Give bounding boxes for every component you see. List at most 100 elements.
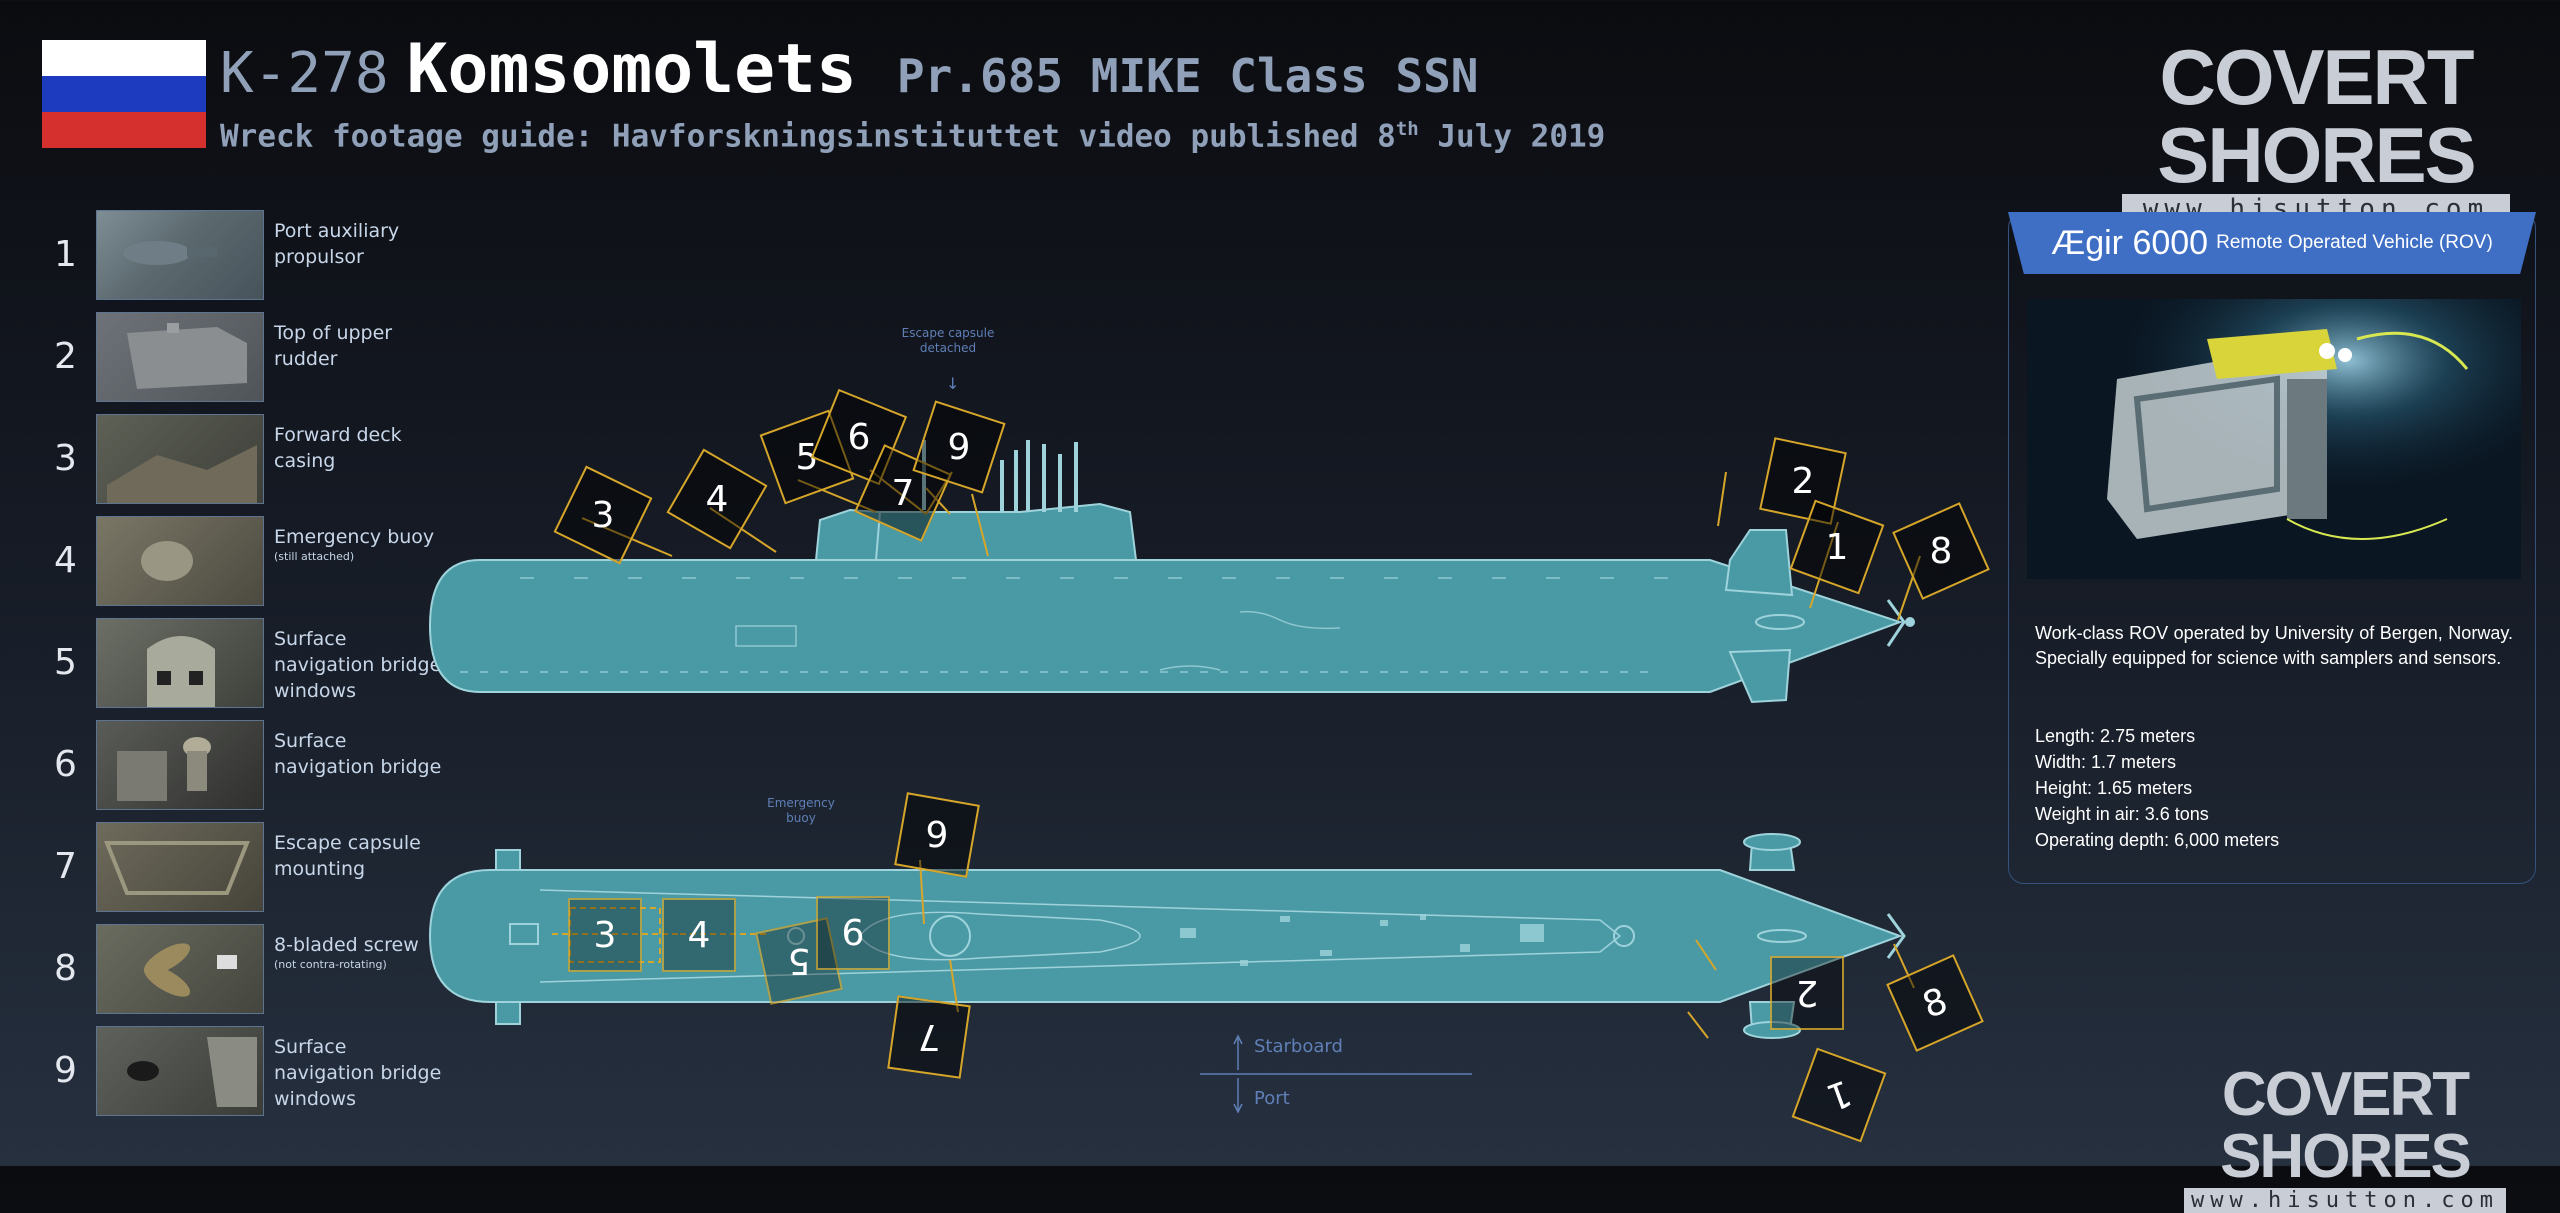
guide-label-text: Surface navigation bridge: [274, 730, 442, 778]
rov-spec-length: Length: 2.75 meters: [2035, 726, 2196, 746]
footage-thumbnail: [96, 1026, 264, 1116]
callout-top-4: 4: [662, 898, 736, 972]
footage-thumbnail: [96, 720, 264, 810]
guide-item-2: 2 Top of upper rudder: [40, 312, 440, 404]
page-subtitle: Wreck footage guide: Havforskningsinstit…: [220, 118, 1605, 154]
guide-number: 2: [54, 336, 77, 377]
callout-number: 8: [1929, 530, 1953, 572]
footage-thumbnail: [96, 414, 264, 504]
guide-label: Top of upper rudder: [274, 320, 444, 372]
guide-label: Escape capsule mounting: [274, 830, 444, 882]
arrow-down-icon: ↓: [946, 374, 960, 393]
callout-number: 5: [795, 436, 819, 478]
guide-label: Surface navigation bridge: [274, 728, 444, 780]
guide-item-3: 3 Forward deck casing: [40, 414, 440, 506]
covert-shores-logo-top: COVERT SHORES www.hisutton.com: [2116, 38, 2516, 226]
guide-number: 9: [54, 1050, 77, 1091]
footage-thumbnail: [96, 924, 264, 1014]
callout-side-8: 8: [1892, 502, 1990, 600]
guide-label-text: Surface navigation bridge windows: [274, 1036, 442, 1110]
callout-side-9: 9: [912, 400, 1006, 494]
callout-top-6: 6: [816, 896, 890, 970]
callout-number: 8: [1917, 979, 1953, 1027]
guide-label-text: Emergency buoy: [274, 526, 435, 548]
footage-thumbnail: [96, 312, 264, 402]
subtitle-ordinal: th: [1395, 118, 1419, 140]
guide-label-text: 8-bladed screw: [274, 934, 419, 956]
callout-number: 9: [947, 426, 971, 468]
guide-item-1: 1 Port auxiliary propulsor: [40, 210, 440, 302]
submarine-top-view: [428, 833, 1915, 1039]
guide-number: 5: [54, 642, 77, 683]
callout-number: 6: [847, 416, 871, 458]
escape-capsule-annotation: Escape capsule detached: [901, 326, 995, 355]
callout-side-1: 1: [1789, 499, 1885, 595]
rov-info-panel: Ægir 6000 Remote Operated Vehicle (ROV): [2008, 212, 2536, 884]
guide-label: Surface navigation bridge windows: [274, 1034, 444, 1112]
guide-label-text: Top of upper rudder: [274, 322, 393, 370]
flag-stripe-blue: [42, 76, 206, 112]
callout-number: 2: [1795, 972, 1819, 1014]
direction-legend: [1200, 1034, 1472, 1114]
callout-number: 1: [1821, 1071, 1857, 1119]
callout-number: 7: [917, 1016, 941, 1058]
rov-spec-height: Height: 1.65 meters: [2035, 778, 2193, 798]
rov-description: Work-class ROV operated by University of…: [2035, 623, 2513, 668]
rov-spec-width: Width: 1.7 meters: [2035, 752, 2177, 772]
rov-subtitle: Remote Operated Vehicle (ROV): [2216, 232, 2493, 253]
guide-number: 4: [54, 540, 77, 581]
submarine-side-view: [428, 440, 1921, 704]
rov-photo: [2027, 299, 2521, 579]
page-title: K-278 Komsomolets Pr.685 MIKE Class SSN: [220, 30, 1479, 109]
callout-top-7: 7: [887, 995, 971, 1079]
guide-item-5: 5 Surface navigation bridge windows: [40, 618, 442, 710]
callout-side-7: 7: [854, 444, 952, 542]
callout-number: 2: [1791, 460, 1815, 502]
guide-label-text: Forward deck casing: [274, 424, 402, 472]
callout-side-3: 3: [553, 465, 653, 565]
emergency-buoy-annotation: Emergency buoy: [767, 796, 835, 825]
guide-item-8: 8 8-bladed screw (not contra-rotating): [40, 924, 440, 1016]
logo-brand: COVERT SHORES: [2157, 33, 2476, 199]
hull-number: K-278: [220, 41, 389, 106]
callout-top-9: 9: [894, 792, 980, 878]
flag-stripe-red: [42, 112, 206, 148]
callout-number: 3: [591, 494, 615, 536]
callout-number: 3: [593, 914, 617, 956]
callout-top-2: 2: [1770, 956, 1844, 1030]
guide-label-text: Port auxiliary propulsor: [274, 220, 400, 268]
covert-shores-logo-bottom: COVERT SHORES www.hisutton.com: [2180, 1064, 2510, 1213]
subtitle-text: Wreck footage guide: Havforskningsinstit…: [220, 118, 1396, 155]
rov-spec-weight: Weight in air: 3.6 tons: [2035, 804, 2209, 824]
footage-thumbnail: [96, 516, 264, 606]
callout-number: 9: [925, 814, 949, 856]
callout-top-8: 8: [1886, 954, 1984, 1052]
guide-note: (not contra-rotating): [274, 958, 387, 971]
callout-number: 1: [1825, 526, 1849, 568]
rov-specs: Length: 2.75 meters Width: 1.7 meters He…: [2035, 723, 2279, 853]
subtitle-date-rest: July 2019: [1418, 118, 1606, 155]
callout-number: 4: [705, 478, 729, 520]
guide-label-text: Escape capsule mounting: [274, 832, 421, 880]
rov-name: Ægir 6000: [2051, 223, 2209, 262]
guide-item-6: 6 Surface navigation bridge: [40, 720, 441, 812]
russian-flag-icon: [42, 40, 206, 148]
guide-number: 3: [54, 438, 77, 479]
guide-label: Forward deck casing: [274, 422, 444, 474]
submarine-name: Komsomolets: [406, 30, 857, 109]
guide-label: 8-bladed screw (not contra-rotating): [274, 932, 444, 972]
guide-number: 1: [54, 234, 77, 275]
guide-number: 8: [54, 948, 77, 989]
submarine-class: Pr.685 MIKE Class SSN: [896, 49, 1479, 103]
starboard-label: Starboard: [1254, 1036, 1343, 1057]
rov-spec-depth: Operating depth: 6,000 meters: [2035, 830, 2280, 850]
callout-side-2: 2: [1759, 437, 1847, 525]
callout-number: 6: [841, 912, 865, 954]
callout-top-3: 3: [568, 898, 642, 972]
logo-url: www.hisutton.com: [2184, 1188, 2506, 1213]
guide-label-text: Surface navigation bridge windows: [274, 628, 442, 702]
guide-item-7: 7 Escape capsule mounting: [40, 822, 440, 914]
callout-top-1: 1: [1791, 1047, 1887, 1143]
flag-stripe-white: [42, 40, 206, 76]
callout-side-6: 6: [810, 388, 908, 486]
